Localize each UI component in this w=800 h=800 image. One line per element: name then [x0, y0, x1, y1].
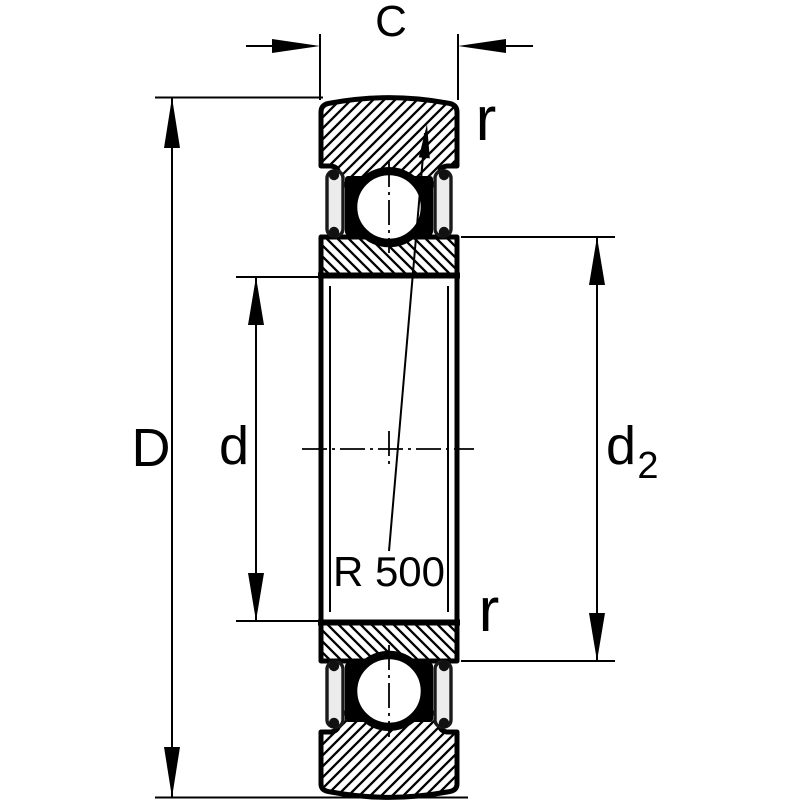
- seal-anchor-icon: [438, 169, 450, 181]
- seal-lip-icon: [328, 660, 340, 672]
- dim-arrowhead-icon: [248, 573, 264, 621]
- label-d2-base: d: [606, 416, 636, 476]
- label-crown-radius-R500: R 500: [333, 548, 445, 595]
- seal-lip-icon: [328, 226, 340, 238]
- seal-anchor-icon: [438, 717, 450, 729]
- seal-shield: [325, 169, 345, 238]
- dimension-d: [236, 276, 319, 622]
- dim-arrowhead-icon: [272, 39, 320, 53]
- dim-arrowhead-icon: [458, 39, 506, 53]
- dimension-C: [246, 34, 533, 100]
- seal-shield: [433, 660, 453, 729]
- dim-arrowhead-icon: [589, 237, 605, 285]
- seal-lip-icon: [438, 660, 450, 672]
- dim-arrowhead-icon: [164, 97, 180, 148]
- dim-arrowhead-icon: [248, 277, 264, 325]
- label-corner-radius-top-r: r: [476, 85, 497, 154]
- label-corner-radius-bottom-r: r: [479, 576, 500, 645]
- leader-line: [388, 132, 426, 552]
- inner-ring-bottom-section: [318, 620, 460, 664]
- dim-arrowhead-icon: [589, 613, 605, 661]
- seal-anchor-icon: [328, 169, 340, 181]
- inner-ring-top-section: [318, 234, 460, 278]
- label-bore-d: d: [219, 416, 249, 476]
- label-outer-diameter-D: D: [132, 418, 171, 478]
- dim-arrowhead-icon: [164, 747, 180, 798]
- label-width-C: C: [375, 0, 407, 46]
- leader-crown-radius: [388, 124, 430, 552]
- seal-anchor-icon: [328, 717, 340, 729]
- leader-arrowhead-icon: [418, 124, 430, 159]
- seal-shield: [433, 169, 453, 238]
- dimension-d2: [461, 236, 615, 662]
- dimension-D: [155, 96, 468, 799]
- seal-lip-icon: [438, 226, 450, 238]
- label-d2-subscript: 2: [637, 445, 658, 487]
- seal-shield: [325, 660, 345, 729]
